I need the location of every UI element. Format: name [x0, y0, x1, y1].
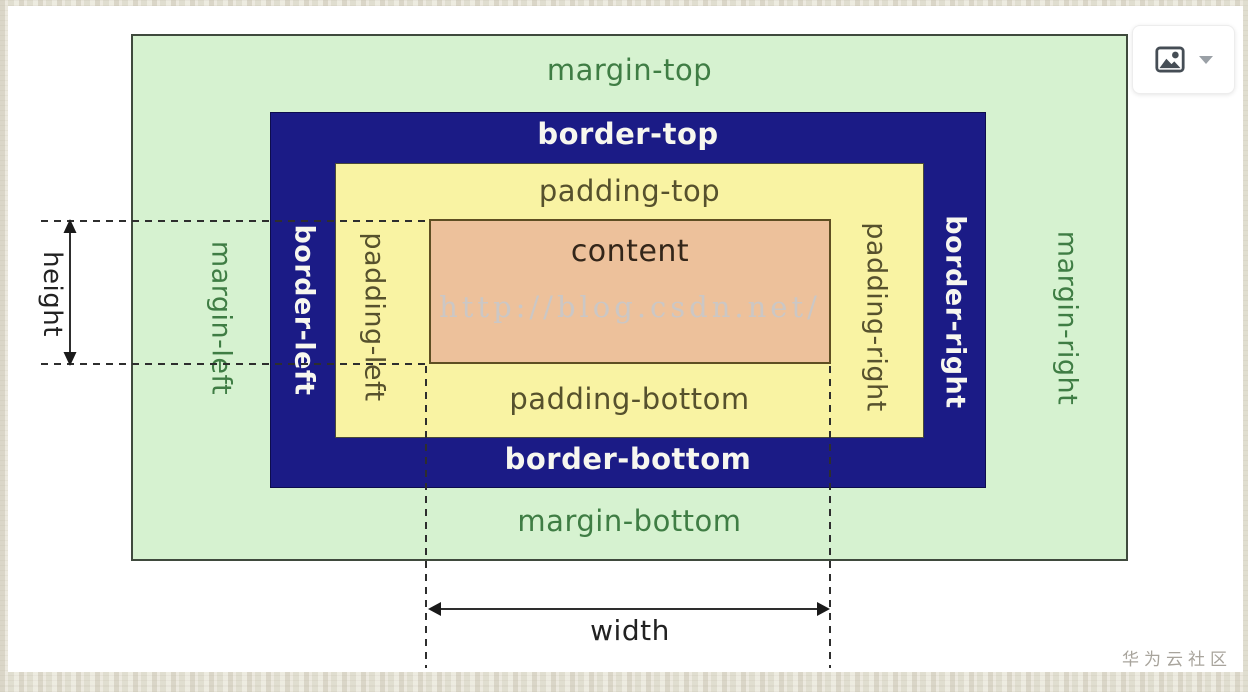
margin-bottom-label: margin-bottom	[517, 504, 742, 538]
width-label: width	[590, 614, 670, 647]
image-icon	[1154, 46, 1185, 73]
height-arrowhead-up	[63, 219, 77, 233]
border-top-label: border-top	[537, 117, 719, 151]
width-arrowhead-right	[817, 602, 830, 616]
blog-watermark: http://blog.csdn.net/	[439, 290, 821, 324]
padding-right-label: padding-right	[860, 222, 892, 412]
border-right-label: border-right	[939, 215, 971, 409]
content-area	[429, 219, 831, 364]
content-label: content	[570, 234, 690, 269]
padding-top-label: padding-top	[538, 174, 721, 208]
margin-right-label: margin-right	[1051, 230, 1083, 406]
height-arrowhead-down	[63, 352, 77, 366]
margin-left-label: margin-left	[205, 240, 237, 396]
width-arrowhead-left	[428, 602, 441, 616]
image-tool-button[interactable]	[1132, 25, 1235, 94]
caret-down-icon	[1198, 55, 1213, 64]
margin-top-label: margin-top	[546, 53, 713, 87]
border-left-label: border-left	[288, 224, 320, 396]
white-canvas: margin-top border-top padding-top conten…	[8, 6, 1243, 672]
padding-bottom-label: padding-bottom	[509, 382, 750, 416]
padding-left-label: padding-left	[358, 232, 390, 402]
border-bottom-label: border-bottom	[504, 442, 752, 476]
height-label: height	[37, 251, 67, 337]
site-watermark: 华为云社区	[1122, 650, 1232, 670]
